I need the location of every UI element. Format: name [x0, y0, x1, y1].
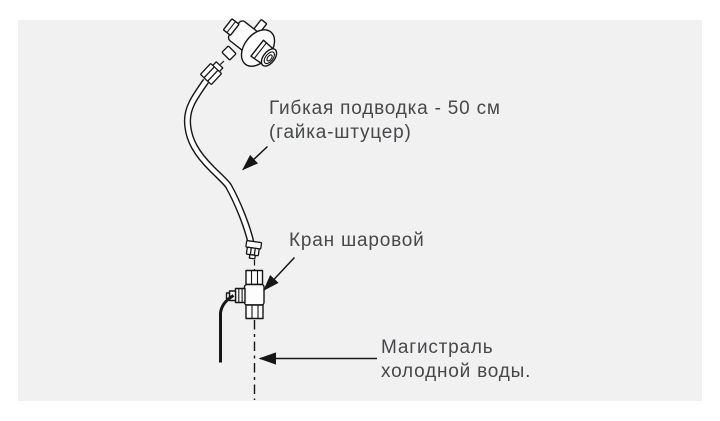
diagram-panel-background [18, 20, 702, 401]
valve-body [243, 283, 265, 306]
valve-leader-arrow [263, 256, 296, 291]
faucet-inlet-stub [221, 45, 237, 61]
hose-top-nut-drawing [200, 61, 224, 85]
water-main-label: Магистраль холодной воды. [381, 336, 531, 384]
faucet-drawing [223, 18, 278, 67]
valve-top-hex-nut [245, 269, 264, 286]
filter-tube-drawing [219, 294, 235, 363]
ball-valve-drawing [225, 269, 265, 320]
hose-label-line1: Гибкая подводка - 50 см [269, 98, 501, 119]
hose-bottom-fitting-drawing [245, 240, 263, 260]
valve-outlet-ribbed [234, 287, 246, 304]
flexible-hose-drawing [183, 78, 255, 244]
valve-bottom-hex-nut [245, 304, 264, 320]
water-main-label-line2: холодной воды. [381, 361, 532, 382]
hose-leader-arrow [242, 145, 269, 171]
hose-label-line2: (гайка-штуцер) [269, 121, 412, 143]
hose-label: Гибкая подводка - 50 см (гайка-штуцер) [269, 97, 501, 144]
valve-label: Кран шаровой [289, 229, 425, 253]
valve-label-text: Кран шаровой [289, 230, 425, 251]
water-main-label-line1: Магистраль [381, 337, 494, 358]
